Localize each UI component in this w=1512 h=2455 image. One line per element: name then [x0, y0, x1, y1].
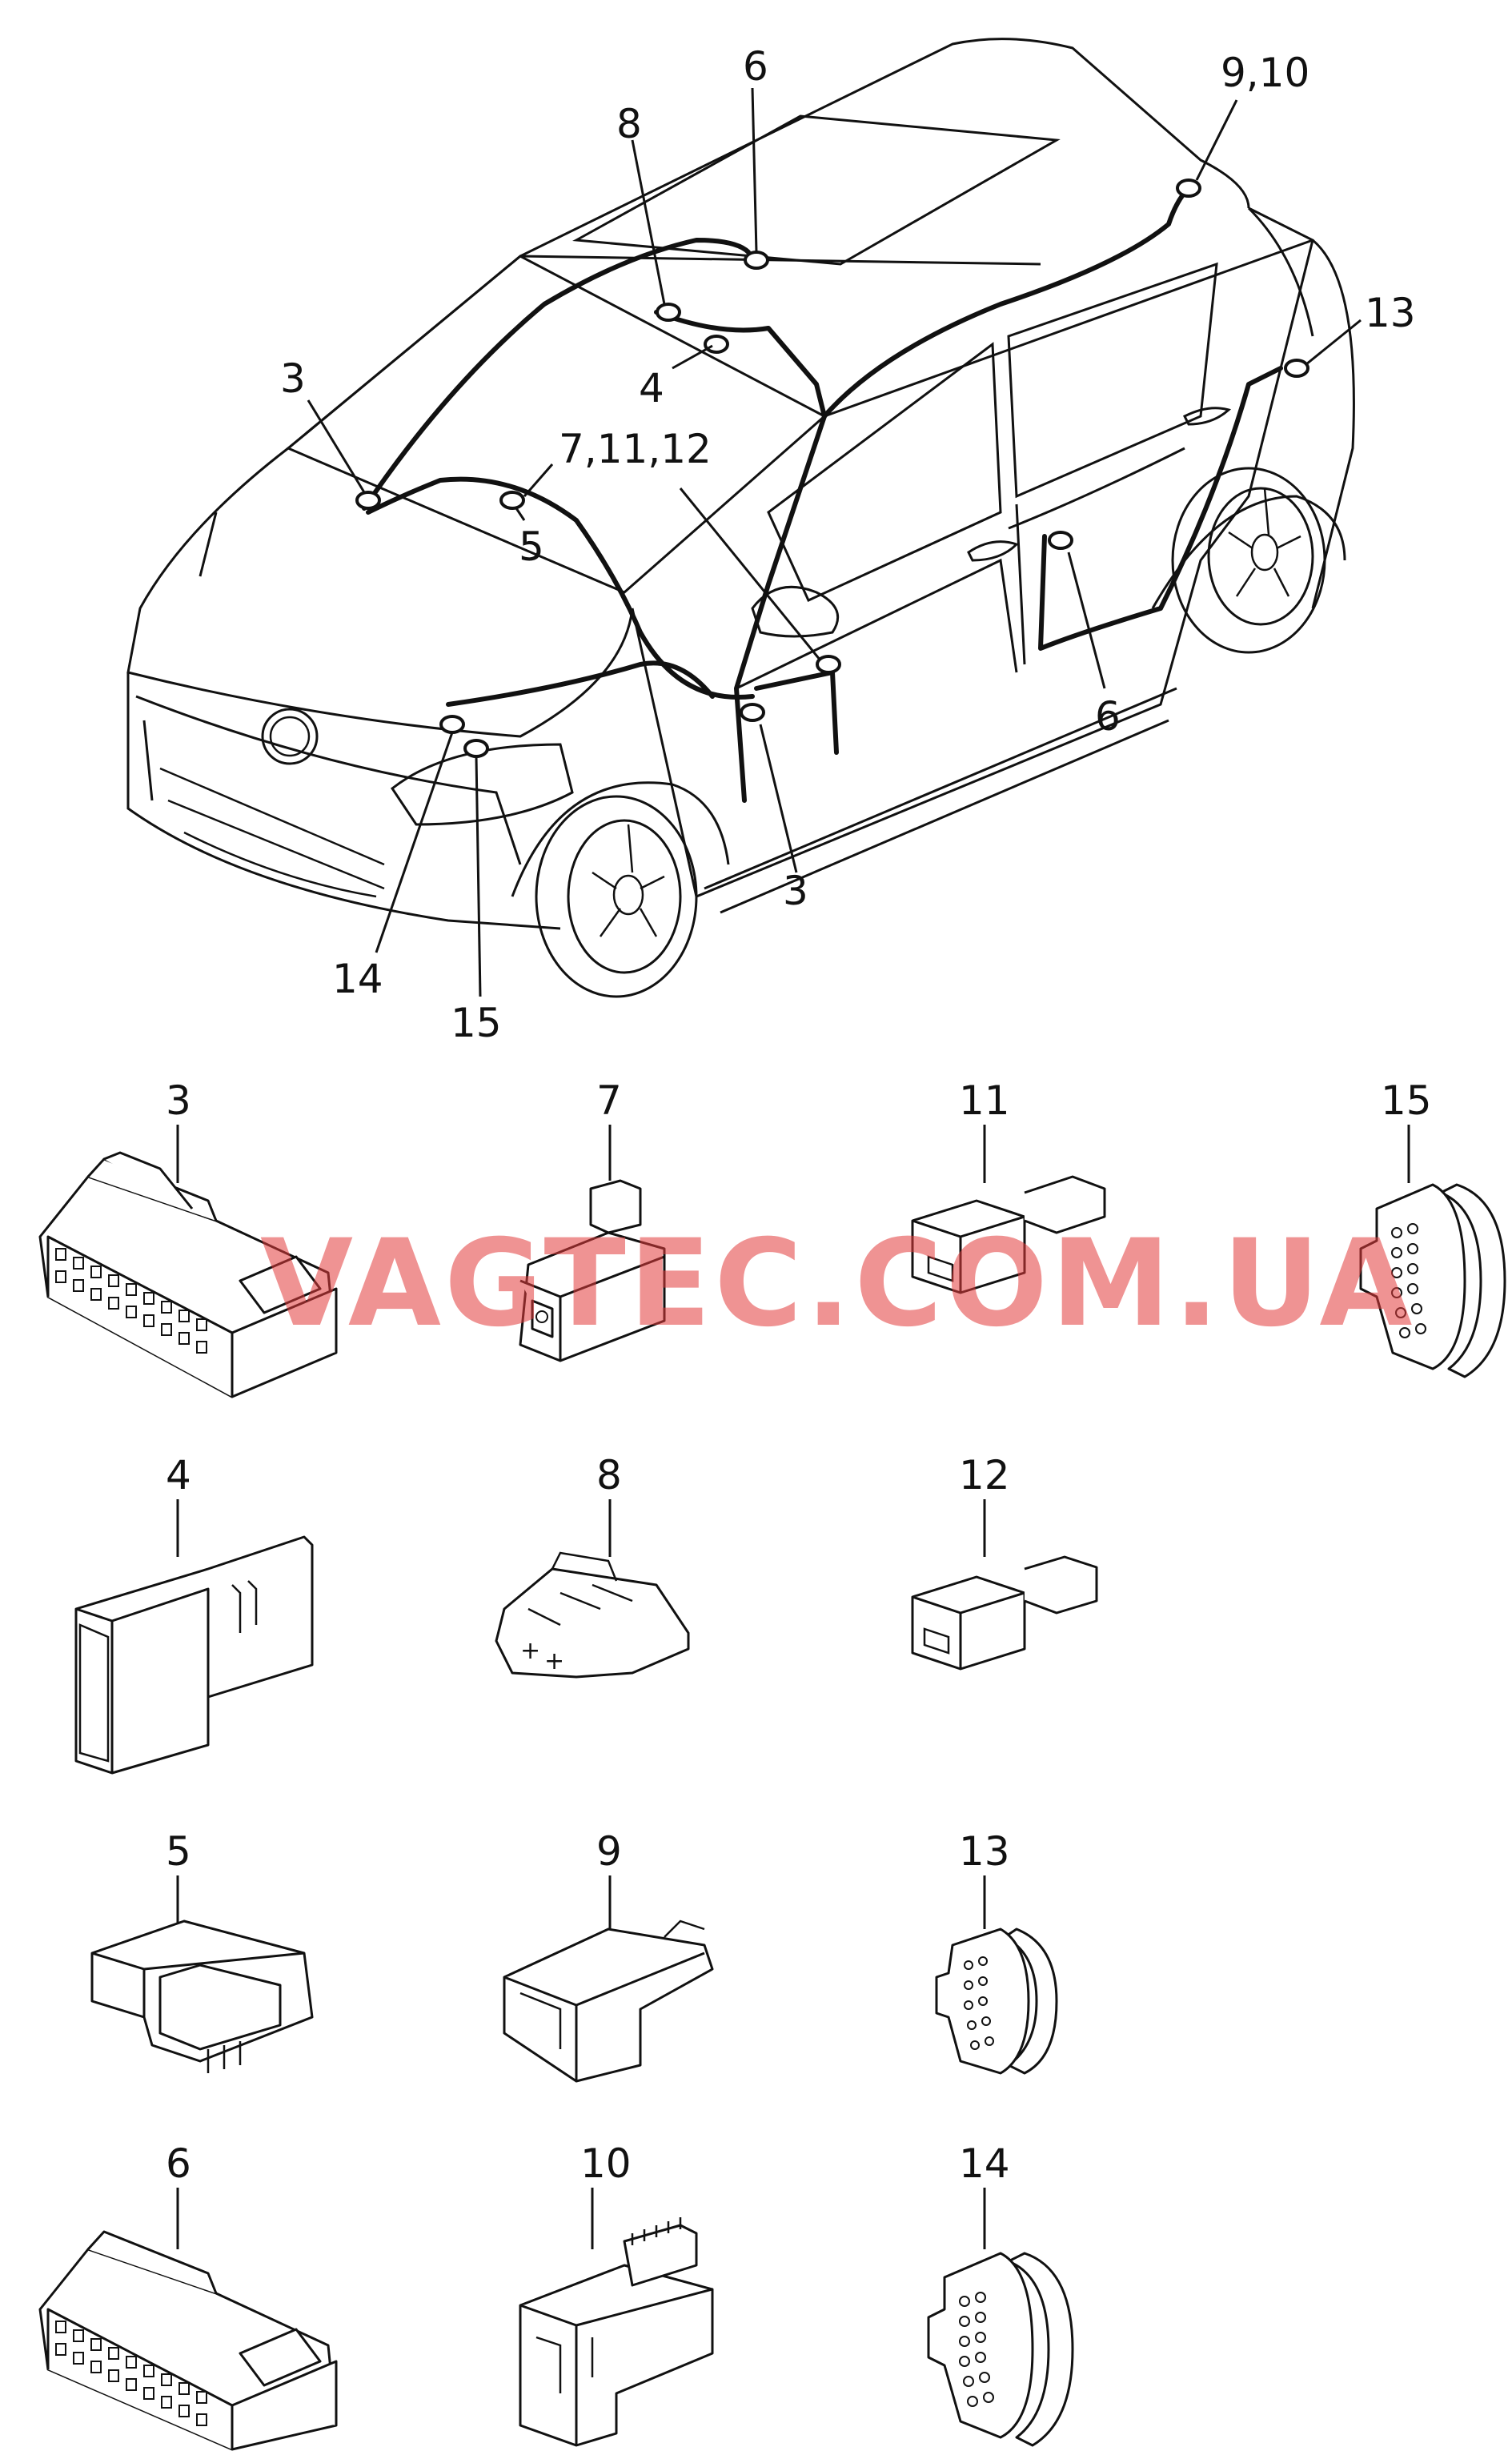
part-3-connector: 3	[38, 1077, 338, 1398]
svg-text:3: 3	[166, 1077, 191, 1124]
car-illustration	[126, 38, 1355, 998]
part-12-connector: 12	[911, 1452, 1098, 1671]
callout-6-right: 6	[1095, 693, 1121, 740]
part-14-connector: 14	[927, 2140, 1074, 2447]
callout-5: 5	[519, 523, 544, 570]
callout-3-bottom: 3	[783, 868, 808, 914]
watermark: VAGTEC.COM.UA	[260, 1214, 1415, 1354]
svg-text:7: 7	[596, 1077, 622, 1124]
callout-3-left: 3	[280, 355, 306, 402]
grommets	[355, 179, 1309, 758]
svg-text:13: 13	[959, 1828, 1010, 1875]
svg-text:4: 4	[166, 1452, 191, 1498]
part-6-connector: 6	[38, 2140, 338, 2451]
callout-7-11-12: 7,11,12	[559, 426, 712, 472]
callout-13: 13	[1365, 290, 1416, 336]
svg-text:11: 11	[959, 1077, 1010, 1124]
part-9-connector: 9	[503, 1828, 714, 2083]
svg-text:12: 12	[959, 1452, 1010, 1498]
callout-6-top: 6	[743, 43, 768, 90]
svg-text:6: 6	[166, 2140, 191, 2187]
callout-8: 8	[616, 101, 642, 147]
part-10-connector: 10	[519, 2140, 714, 2447]
part-7-connector: 7	[519, 1077, 666, 1362]
callout-9-10: 9,10	[1221, 50, 1309, 96]
car-leader-lines	[307, 87, 1362, 997]
callout-15: 15	[451, 1000, 502, 1046]
svg-text:10: 10	[580, 2140, 632, 2187]
car-callouts: 6 8 9,10 13 3 4 7,11,12 5 6 3 14 15	[280, 43, 1416, 1046]
svg-text:5: 5	[166, 1828, 191, 1875]
part-14-pins	[959, 2292, 994, 2407]
part-6-pins	[55, 2321, 207, 2426]
part-11-connector: 11	[911, 1077, 1106, 1294]
svg-text:8: 8	[596, 1452, 622, 1498]
svg-text:14: 14	[959, 2140, 1010, 2187]
wiring-harness	[362, 186, 1283, 803]
part-8-connector: 8 + +	[495, 1452, 690, 1679]
part-5-connector: 5	[90, 1828, 314, 2073]
svg-text:+: +	[520, 1637, 540, 1665]
part-13-connector: 13	[935, 1828, 1058, 2075]
callout-14: 14	[332, 956, 383, 1002]
part-15-connector: 15	[1359, 1077, 1506, 1378]
part-4-connector: 4	[74, 1452, 314, 1775]
callout-4: 4	[639, 365, 664, 411]
part-3-pins	[55, 1248, 207, 1354]
svg-text:+: +	[544, 1647, 564, 1675]
svg-text:9: 9	[596, 1828, 622, 1875]
part-13-pins	[964, 1956, 994, 2050]
part-15-pins	[1391, 1223, 1426, 1338]
svg-text:15: 15	[1381, 1077, 1432, 1124]
